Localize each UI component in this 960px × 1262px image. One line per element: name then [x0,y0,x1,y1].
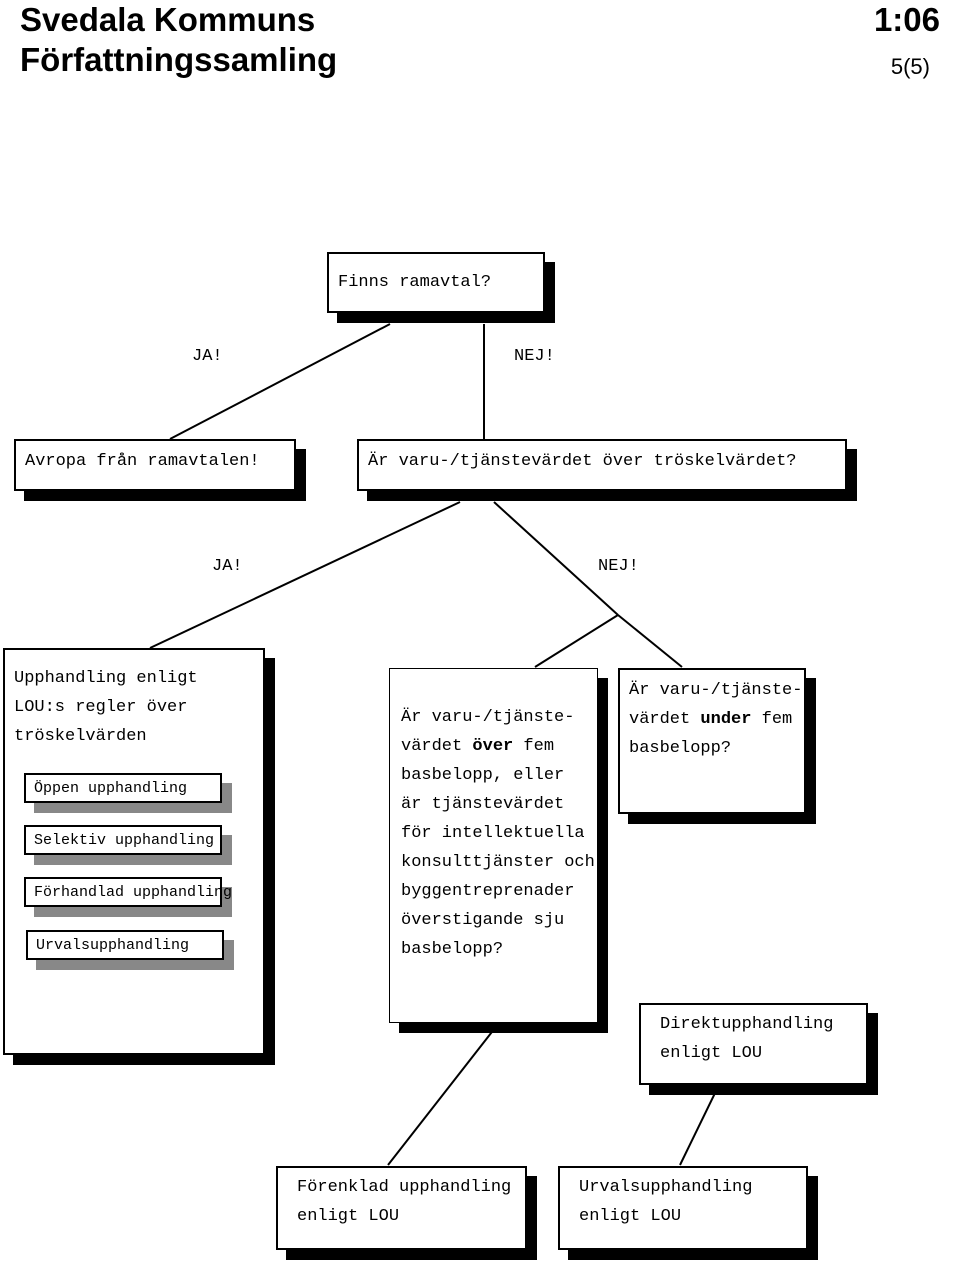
box-forenklad-upphandling: Förenklad upphandling enligt LOU [276,1166,527,1250]
q-over-line8: överstigande sju [401,911,565,930]
label-nej-1: NEJ! [514,347,555,366]
line-troskel-ja [149,501,461,649]
q-under-text: Är varu-/tjänste- värdet under fem basbe… [629,676,802,763]
line-ramavtal-ja [169,323,391,440]
avropa-text: Avropa från ramavtalen! [25,452,260,471]
direkt-text: Direktupphandling enligt LOU [660,1010,833,1068]
q-under-prefix: värdet [629,710,701,729]
line-troskel-nej [493,501,619,616]
direkt-line1: Direktupphandling [660,1015,834,1034]
q-ramavtal-text: Finns ramavtal? [338,273,492,292]
box-avropa: Avropa från ramavtalen! [14,439,296,491]
line-nej-over [534,614,619,668]
box-troskelvarde: Är varu-/tjänstevärdet över tröskelvärde… [357,439,847,491]
lou-title-line3: tröskelvärden [14,727,147,746]
lou-title-line1: Upphandling enligt [14,669,198,688]
option-oppen-upphandling: Öppen upphandling [24,773,222,803]
q-over-suffix: fem [513,737,555,756]
q-over-line7: byggentreprenader [401,882,575,901]
box-direktupphandling: Direktupphandling enligt LOU [639,1003,868,1085]
q-under-suffix: fem [751,710,793,729]
q-over-line6: konsulttjänster och [401,853,595,872]
label-ja-1: JA! [192,347,223,366]
box-urvalsupphandling-lou: Urvalsupphandling enligt LOU [558,1166,808,1250]
box-finns-ramavtal: Finns ramavtal? [327,252,545,313]
q-over-prefix: värdet [401,737,473,756]
box-over-fem-basbelopp: Är varu-/tjänste- värdet över fem basbel… [389,668,598,1023]
option-selektiv-upphandling: Selektiv upphandling [24,825,222,855]
forenklad-line2: enligt LOU [297,1207,400,1226]
page-number: 5(5) [890,54,930,79]
urval-text: Urvalsupphandling enligt LOU [579,1173,752,1231]
header-title-line2: Författningssamling [20,41,338,78]
label-nej-2: NEJ! [598,557,639,576]
q-over-text: Är varu-/tjänste- värdet över fem basbel… [401,703,595,964]
option-urvalsupphandling: Urvalsupphandling [26,930,224,960]
q-over-line3: basbelopp, eller [401,766,565,785]
line-nej-under [617,614,683,668]
q-over-line4: är tjänstevärdet [401,795,565,814]
direkt-line2: enligt LOU [660,1044,763,1063]
forenklad-line1: Förenklad upphandling [297,1178,512,1197]
box-under-fem-basbelopp: Är varu-/tjänste- värdet under fem basbe… [618,668,806,814]
header-title-line1: Svedala Kommuns [20,1,316,38]
q-under-line2: värdet under fem [629,705,802,734]
q-troskel-text: Är varu-/tjänstevärdet över tröskelvärde… [368,452,797,471]
q-under-line3: basbelopp? [629,739,732,758]
q-over-line2: värdet över fem [401,732,595,761]
line-over-forenklad [387,1027,496,1166]
lou-title: Upphandling enligt LOU:s regler över trö… [14,664,198,751]
option-forhandlad-upphandling: Förhandlad upphandling [24,877,232,907]
q-over-line9: basbelopp? [401,940,504,959]
lou-title-line2: LOU:s regler över [14,698,188,717]
q-under-line1: Är varu-/tjänste- [629,681,803,700]
q-under-bold: under [700,710,752,729]
label-ja-2: JA! [212,557,243,576]
urval-line1: Urvalsupphandling [579,1178,753,1197]
urval-line2: enligt LOU [579,1207,682,1226]
q-over-bold: över [472,737,514,756]
forenklad-text: Förenklad upphandling enligt LOU [297,1173,511,1231]
doc-number: 1:06 [873,1,940,38]
q-over-line5: för intellektuella [401,824,585,843]
q-over-line1: Är varu-/tjänste- [401,708,575,727]
